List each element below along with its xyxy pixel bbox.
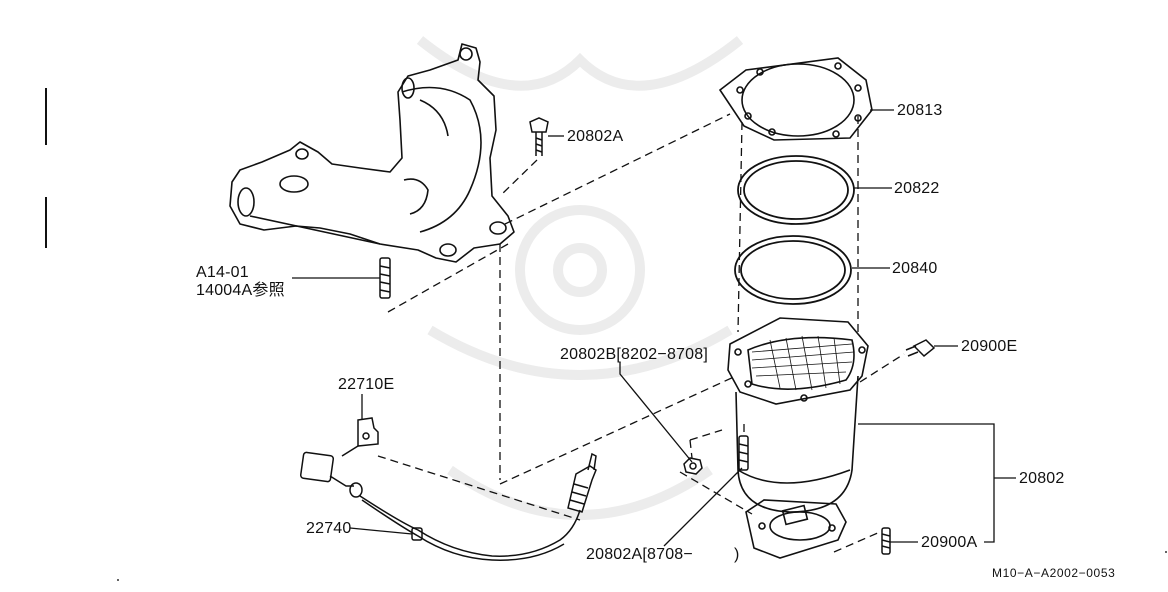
bolt-20900a xyxy=(881,527,891,555)
scan-dot xyxy=(1165,551,1167,553)
diagram-code: M10−A−A2002−0053 xyxy=(992,566,1116,580)
stud-14004a xyxy=(379,257,391,299)
ring-20822 xyxy=(737,155,855,225)
label-20802a-top: 20802A xyxy=(567,128,624,145)
sensor-22740 xyxy=(299,451,597,561)
label-20802a-bottom-close: ) xyxy=(734,546,740,563)
exhaust-manifold xyxy=(229,43,515,263)
label-20900a: 20900A xyxy=(921,534,978,551)
leader-lines xyxy=(292,109,1016,547)
label-20900e: 20900E xyxy=(961,338,1018,355)
alignment-lines xyxy=(377,113,905,553)
label-ref-14004a: 14004A参照 xyxy=(196,282,285,299)
bolt-20802a-top xyxy=(529,117,549,156)
label-22740: 22740 xyxy=(306,520,352,537)
stud-20802a-lower xyxy=(738,435,749,471)
label-20802a-bottom: 20802A[8708− xyxy=(586,546,693,563)
gasket-20813 xyxy=(718,57,873,141)
label-20840: 20840 xyxy=(892,260,938,277)
label-ref-a14: A14-01 xyxy=(196,264,249,281)
catalytic-converter-20802 xyxy=(727,317,869,559)
scan-dot xyxy=(117,579,119,581)
label-20802: 20802 xyxy=(1019,470,1065,487)
label-20813: 20813 xyxy=(897,102,943,119)
nut-20802b xyxy=(683,457,703,475)
watermark-emblem xyxy=(416,36,744,520)
ring-20840 xyxy=(734,235,852,305)
label-20822: 20822 xyxy=(894,180,940,197)
bracket-22710e xyxy=(341,417,379,457)
label-22710e: 22710E xyxy=(338,376,395,393)
label-20802b: 20802B[8202−8708] xyxy=(560,346,708,363)
bolt-20900e xyxy=(905,339,936,358)
